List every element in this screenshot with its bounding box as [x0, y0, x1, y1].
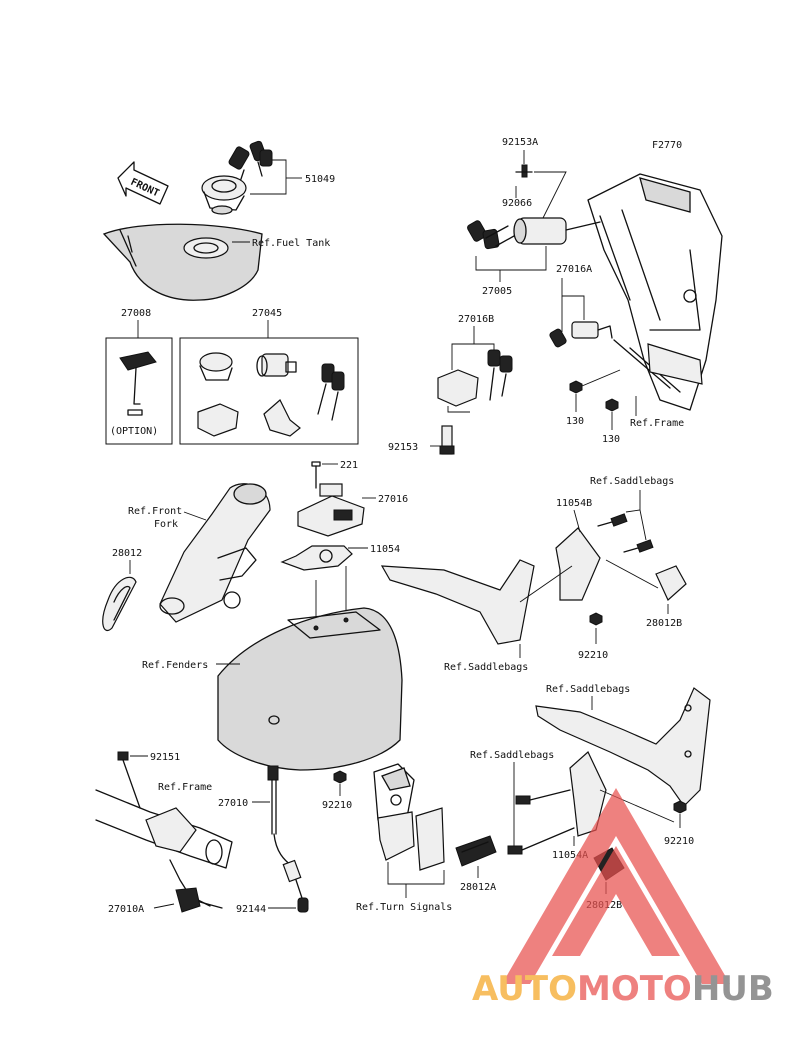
keys-51049-icon — [228, 140, 273, 183]
wire-27010-icon — [267, 765, 309, 913]
watermark-hub: HUB — [692, 969, 774, 1009]
screw-92153A-icon — [515, 164, 533, 178]
ref-saddlebags-4: Ref.Saddlebags — [546, 684, 630, 695]
ref-saddlebags-3: Ref.Saddlebags — [470, 750, 554, 761]
leader-27016A — [561, 278, 585, 320]
callout-27016A: 27016A — [556, 264, 592, 275]
dash-28012B-top — [605, 559, 659, 589]
turn-signal-bracket-icon — [373, 763, 445, 871]
ref-saddlebags-2: Ref.Saddlebags — [444, 662, 528, 673]
callout-28012: 28012 — [112, 548, 142, 559]
leader-27016B — [451, 326, 475, 370]
option-label: (OPTION) — [110, 426, 158, 437]
callout-92066: 92066 — [502, 198, 532, 209]
lock-set-cap-icon — [199, 352, 233, 381]
bolts-saddlebag-lower-icon — [507, 789, 575, 855]
callout-27008: 27008 — [121, 308, 151, 319]
callout-27016B: 27016B — [458, 314, 494, 325]
bolt-92153-icon — [439, 425, 455, 455]
callout-28012A: 28012A — [460, 882, 496, 893]
seat-lock-27016A-icon — [549, 321, 613, 348]
callout-92144: 92144 — [236, 904, 266, 915]
leader-front-fork — [183, 511, 207, 521]
callout-11054A: 11054A — [552, 850, 588, 861]
bracket-11054-icon — [280, 545, 353, 571]
leader-92153A-b — [534, 171, 567, 225]
callout-27045: 27045 — [252, 308, 282, 319]
ignition-keys-icon — [467, 220, 515, 250]
ref-front-fork-2: Fork — [154, 519, 178, 530]
leader-11054B — [573, 509, 581, 533]
leader-saddlebags-1-b — [639, 509, 647, 541]
leader-51049 — [250, 159, 287, 195]
callout-28012B-top: 28012B — [646, 618, 682, 629]
callout-92210-right: 92210 — [664, 836, 694, 847]
nut-92210-right-icon — [673, 800, 687, 814]
callout-92151: 92151 — [150, 752, 180, 763]
reflector-28012-icon — [102, 576, 137, 631]
nuts-130-icon — [569, 380, 619, 412]
reflector-28012B-top-icon — [655, 565, 687, 601]
seat-lock-27016B-icon — [437, 349, 513, 407]
callout-11054B: 11054B — [556, 498, 592, 509]
callout-92153A: 92153A — [502, 137, 538, 148]
saddlebag-bracket-upper-icon — [380, 527, 601, 645]
leader-turn-signals — [387, 862, 445, 885]
frame-top-icon — [587, 173, 723, 411]
svg-text:AUTOMOTOHUB: AUTOMOTOHUB — [472, 969, 774, 1009]
frame-bottom-icon — [95, 789, 233, 913]
leader-27010A — [153, 903, 175, 909]
callout-27010: 27010 — [218, 798, 248, 809]
callout-27010A: 27010A — [108, 904, 144, 915]
ref-frame-bottom: Ref.Frame — [158, 782, 212, 793]
watermark-moto: MOTO — [577, 969, 692, 1009]
lock-27016-icon — [297, 483, 365, 537]
callout-92210-mid: 92210 — [578, 650, 608, 661]
automotohub-logo: AUTOMOTOHUB — [472, 788, 774, 1009]
lock-set-box — [179, 337, 359, 445]
saddlebag-bracket-lower-icon — [535, 687, 711, 837]
bolt-92151-icon — [117, 751, 141, 809]
front-arrow-icon: FRONT — [117, 161, 169, 205]
option-key-box — [105, 337, 173, 445]
watermark-auto: AUTO — [472, 969, 577, 1009]
front-fender-icon — [217, 607, 403, 771]
front-fork-icon — [159, 483, 271, 623]
bolt-221-icon — [311, 461, 321, 489]
ref-frame-top: Ref.Frame — [630, 418, 684, 429]
reflector-28012A-icon — [455, 835, 497, 867]
lock-set-cylinder-icon — [256, 353, 297, 377]
leader-27005 — [475, 246, 547, 271]
callout-130b: 130 — [602, 434, 620, 445]
fuel-tank-icon — [102, 223, 263, 301]
callout-27016: 27016 — [378, 494, 408, 505]
leader-130a-link — [581, 369, 621, 387]
fuel-cap-icon — [201, 175, 247, 215]
ref-saddlebags-1: Ref.Saddlebags — [590, 476, 674, 487]
callout-92210-left: 92210 — [322, 800, 352, 811]
dash-saddlebag-upper — [519, 565, 573, 603]
ref-front-fork-1: Ref.Front — [128, 506, 182, 517]
nut-92210-left-icon — [333, 770, 347, 784]
option-key-icon — [119, 351, 157, 416]
callout-221: 221 — [340, 460, 358, 471]
lock-set-seat-lock-icon — [263, 399, 301, 437]
ref-fuel-tank: Ref.Fuel Tank — [252, 238, 330, 249]
callout-130a: 130 — [566, 416, 584, 427]
lock-set-keys-icon — [317, 363, 345, 421]
leader-27016B-c — [447, 406, 470, 413]
callout-92153: 92153 — [388, 442, 418, 453]
nut-92210-mid-icon — [589, 612, 603, 626]
bolts-saddlebag-upper-icon — [597, 513, 654, 553]
leader-saddlebags-1 — [625, 490, 641, 513]
ref-turn-signals: Ref.Turn Signals — [356, 902, 452, 913]
ignition-switch-icon — [513, 217, 601, 245]
lock-set-bracket-icon — [197, 403, 239, 437]
ref-fenders: Ref.Fenders — [142, 660, 208, 671]
callout-27005: 27005 — [482, 286, 512, 297]
callout-51049: 51049 — [305, 174, 335, 185]
figure-code: F2770 — [652, 140, 682, 151]
callout-11054: 11054 — [370, 544, 400, 555]
